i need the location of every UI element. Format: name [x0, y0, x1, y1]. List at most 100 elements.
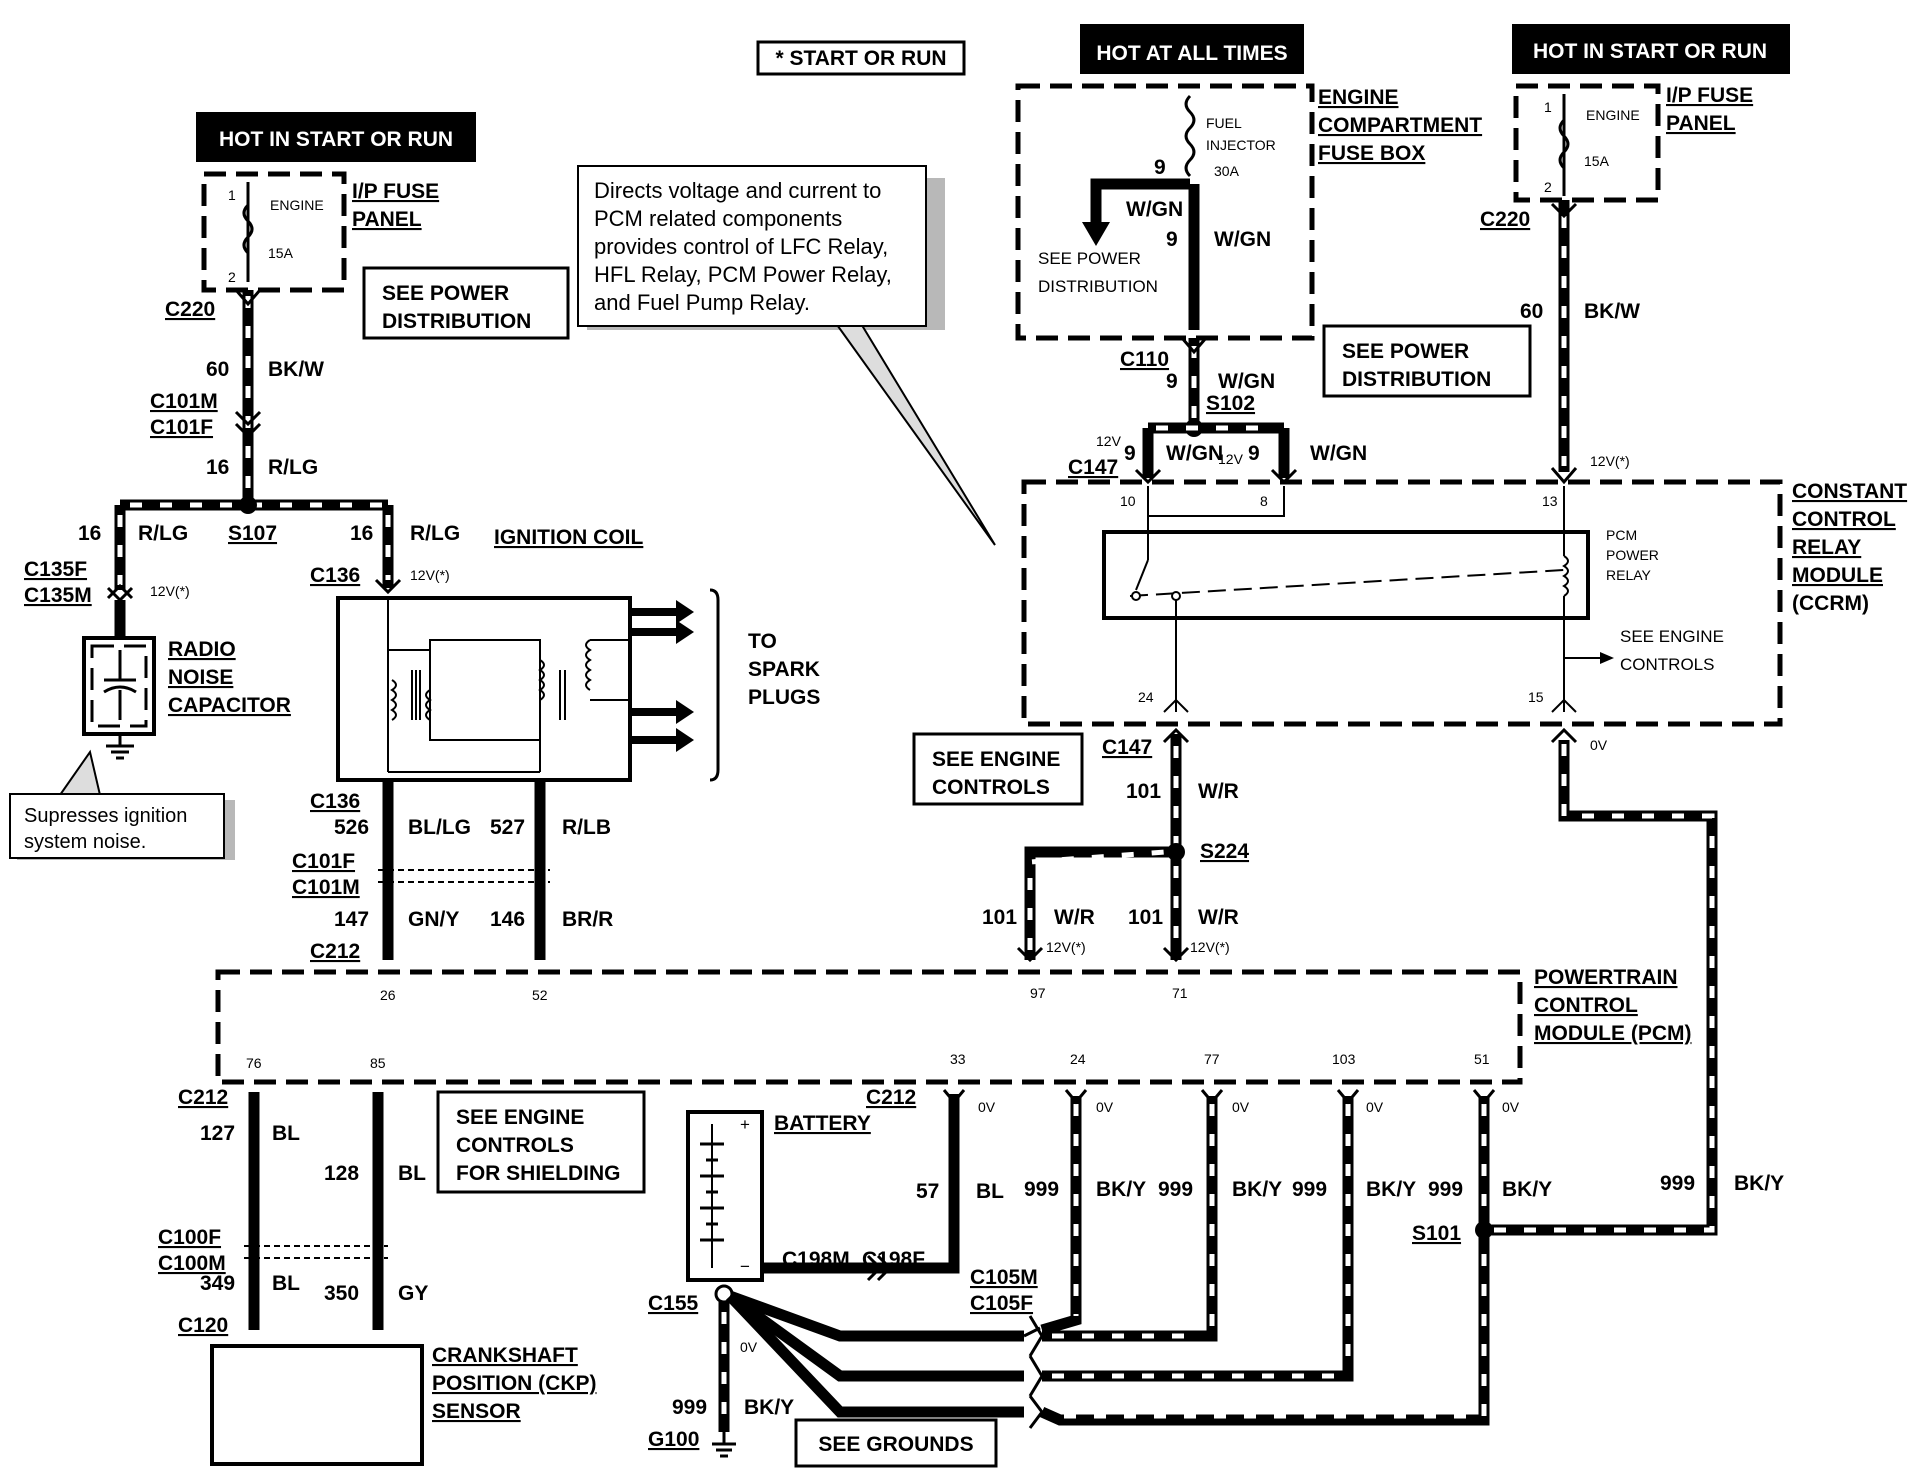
svg-text:16: 16 — [78, 522, 101, 545]
svg-text:16: 16 — [350, 522, 373, 545]
svg-text:CONTROLS: CONTROLS — [932, 776, 1050, 799]
pcm-note-line-5: and Fuel Pump Relay. — [594, 290, 810, 315]
see-engine-shielding-ref: SEE ENGINE CONTROLS FOR SHIELDING — [436, 1090, 646, 1194]
svg-text:SENSOR: SENSOR — [432, 1400, 521, 1423]
svg-text:R/LG: R/LG — [268, 456, 318, 479]
svg-text:350: 350 — [324, 1282, 359, 1305]
svg-text:C136: C136 — [310, 790, 360, 813]
svg-text:60: 60 — [1520, 300, 1543, 323]
svg-text:IGNITION COIL: IGNITION COIL — [494, 526, 644, 549]
svg-text:999: 999 — [672, 1396, 707, 1419]
svg-text:C220: C220 — [165, 298, 215, 321]
svg-text:24: 24 — [1138, 689, 1154, 705]
wire-ignition-coil-feed: 16 R/LG C136 12V(*) IGNITION COIL — [310, 505, 644, 595]
powertrain-control-module: 26 52 97 71 76 85 33 24 77 103 51 POWERT… — [215, 966, 1691, 1085]
svg-text:0V: 0V — [740, 1339, 758, 1355]
svg-text:15: 15 — [1528, 689, 1544, 705]
svg-text:W/GN: W/GN — [1166, 442, 1223, 465]
crankshaft-position-sensor: CRANKSHAFT POSITION (CKP) SENSOR — [210, 1344, 597, 1466]
svg-text:BL: BL — [398, 1162, 426, 1185]
svg-text:0V: 0V — [978, 1099, 996, 1115]
svg-text:127: 127 — [200, 1122, 235, 1145]
svg-text:BATTERY: BATTERY — [774, 1112, 871, 1135]
svg-text:RADIO: RADIO — [168, 638, 236, 661]
svg-text:BK/Y: BK/Y — [1502, 1178, 1552, 1201]
svg-text:2: 2 — [228, 269, 236, 285]
svg-text:GY: GY — [398, 1282, 428, 1305]
svg-text:77: 77 — [1204, 1051, 1220, 1067]
svg-text:999: 999 — [1428, 1178, 1463, 1201]
ip-fuse-panel-label: I/P FUSE — [352, 180, 439, 203]
svg-text:60: 60 — [206, 358, 229, 381]
svg-text:S224: S224 — [1200, 840, 1249, 863]
svg-text:71: 71 — [1172, 985, 1188, 1001]
svg-text:BK/Y: BK/Y — [1096, 1178, 1146, 1201]
wire-feed-left: C220 60 BK/W C101M C101F 16 R/LG — [150, 289, 324, 500]
svg-text:R/LG: R/LG — [410, 522, 460, 545]
pcm-note-line-3: provides control of LFC Relay, — [594, 234, 888, 259]
svg-text:101: 101 — [982, 906, 1017, 929]
svg-text:BL/LG: BL/LG — [408, 816, 471, 839]
svg-text:52: 52 — [532, 987, 548, 1003]
svg-text:526: 526 — [334, 816, 369, 839]
svg-text:DISTRIBUTION: DISTRIBUTION — [1038, 277, 1158, 296]
svg-text:BK/Y: BK/Y — [1232, 1178, 1282, 1201]
svg-text:C105M: C105M — [970, 1266, 1038, 1289]
svg-text:ENGINE: ENGINE — [270, 197, 324, 213]
svg-text:C105F: C105F — [970, 1292, 1033, 1315]
svg-text:999: 999 — [1024, 1178, 1059, 1201]
svg-text:BK/W: BK/W — [1584, 300, 1640, 323]
wire-feed-right: C220 60 BK/W 12V(*) — [1480, 200, 1640, 485]
svg-text:C101F: C101F — [150, 416, 213, 439]
svg-text:13: 13 — [1542, 493, 1558, 509]
see-power-distribution-left: SEE POWER DISTRIBUTION — [362, 266, 570, 340]
ground-harness: 0V 0V 0V 0V 999 BK/Y 999 BK/Y 999 BK/Y 9… — [726, 1089, 1552, 1429]
svg-text:9: 9 — [1166, 370, 1178, 393]
svg-text:0V: 0V — [1096, 1099, 1114, 1115]
ignition-coil — [336, 596, 632, 782]
battery-negative: − — [740, 1257, 750, 1276]
svg-text:76: 76 — [246, 1055, 262, 1071]
svg-text:1: 1 — [228, 187, 236, 203]
svg-text:POWERTRAIN: POWERTRAIN — [1534, 966, 1678, 989]
svg-text:527: 527 — [490, 816, 525, 839]
svg-text:NOISE: NOISE — [168, 666, 233, 689]
spark-plug-outputs: TO SPARK PLUGS — [630, 588, 820, 782]
svg-text:C135M: C135M — [24, 584, 92, 607]
svg-text:W/GN: W/GN — [1310, 442, 1367, 465]
svg-text:97: 97 — [1030, 985, 1046, 1001]
ip-fuse-panel-right: 1 2 ENGINE 15A I/P FUSE PANEL — [1513, 83, 1753, 203]
svg-text:ENGINE: ENGINE — [1586, 107, 1640, 123]
svg-text:128: 128 — [324, 1162, 359, 1185]
svg-text:146: 146 — [490, 908, 525, 931]
svg-text:C101M: C101M — [150, 390, 218, 413]
svg-text:HOT IN START OR RUN: HOT IN START OR RUN — [219, 128, 453, 151]
svg-text:COMPARTMENT: COMPARTMENT — [1318, 114, 1482, 137]
svg-text:C100M: C100M — [158, 1252, 226, 1275]
svg-text:103: 103 — [1332, 1051, 1356, 1067]
svg-text:CRANKSHAFT: CRANKSHAFT — [432, 1344, 578, 1367]
svg-text:C120: C120 — [178, 1314, 228, 1337]
svg-text:S102: S102 — [1206, 392, 1255, 415]
svg-text:HOT IN START OR RUN: HOT IN START OR RUN — [1533, 40, 1767, 63]
svg-text:C110: C110 — [1120, 348, 1169, 371]
svg-text:1: 1 — [1544, 99, 1552, 115]
svg-text:SEE ENGINE: SEE ENGINE — [456, 1106, 584, 1129]
svg-text:12V(*): 12V(*) — [1190, 939, 1230, 955]
wire-ccrm-to-pcm: C147 101 W/R S224 101 W/R 101 W/R 12V(*)… — [982, 727, 1249, 963]
svg-text:BL: BL — [272, 1122, 300, 1145]
svg-text:DISTRIBUTION: DISTRIBUTION — [1342, 368, 1491, 391]
svg-text:HOT AT ALL TIMES: HOT AT ALL TIMES — [1096, 42, 1287, 65]
svg-text:C136: C136 — [310, 564, 360, 587]
svg-text:0V: 0V — [1366, 1099, 1384, 1115]
svg-text:MODULE (PCM): MODULE (PCM) — [1534, 1022, 1691, 1045]
svg-text:57: 57 — [916, 1180, 939, 1203]
svg-text:(CCRM): (CCRM) — [1792, 592, 1869, 615]
svg-text:26: 26 — [380, 987, 396, 1003]
svg-text:CAPACITOR: CAPACITOR — [168, 694, 291, 717]
svg-text:CONTROL: CONTROL — [1792, 508, 1896, 531]
wires-coil-to-pcm: C136 526 BL/LG 527 R/LB C101F C101M 147 … — [292, 780, 613, 963]
svg-text:C147: C147 — [1068, 456, 1118, 479]
ip-fuse-panel-left: 1 2 ENGINE 15A I/P FUSE PANEL — [201, 171, 439, 293]
svg-text:RELAY: RELAY — [1606, 567, 1652, 583]
